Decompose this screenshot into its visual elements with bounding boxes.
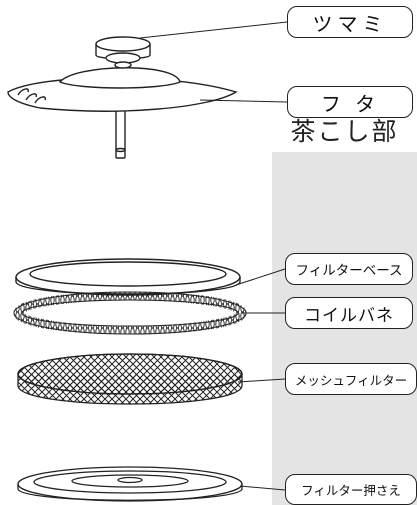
leader-lines [139, 21, 288, 491]
filter-base-part [15, 258, 241, 296]
leader-press [239, 485, 286, 491]
mesh-filter-part [17, 353, 243, 405]
label-knob: ツマミ [287, 6, 413, 38]
lid-dome [58, 67, 181, 89]
leader-base [235, 268, 286, 286]
leader-lid [199, 99, 288, 103]
label-filter-base: フィルターベース [285, 253, 413, 285]
lid-part [7, 36, 238, 159]
label-coil-spring: コイルバネ [285, 297, 413, 329]
label-lid: フ タ [287, 86, 413, 118]
filter-press-part [17, 466, 243, 502]
label-filter-press: フィルター押さえ [285, 474, 417, 505]
leader-mesh [237, 378, 286, 383]
section-title: 茶こし部 [290, 117, 399, 146]
label-mesh-filter: メッシュフィルター [285, 363, 417, 395]
coil-spring-part [13, 291, 247, 335]
leader-knob [139, 21, 288, 39]
